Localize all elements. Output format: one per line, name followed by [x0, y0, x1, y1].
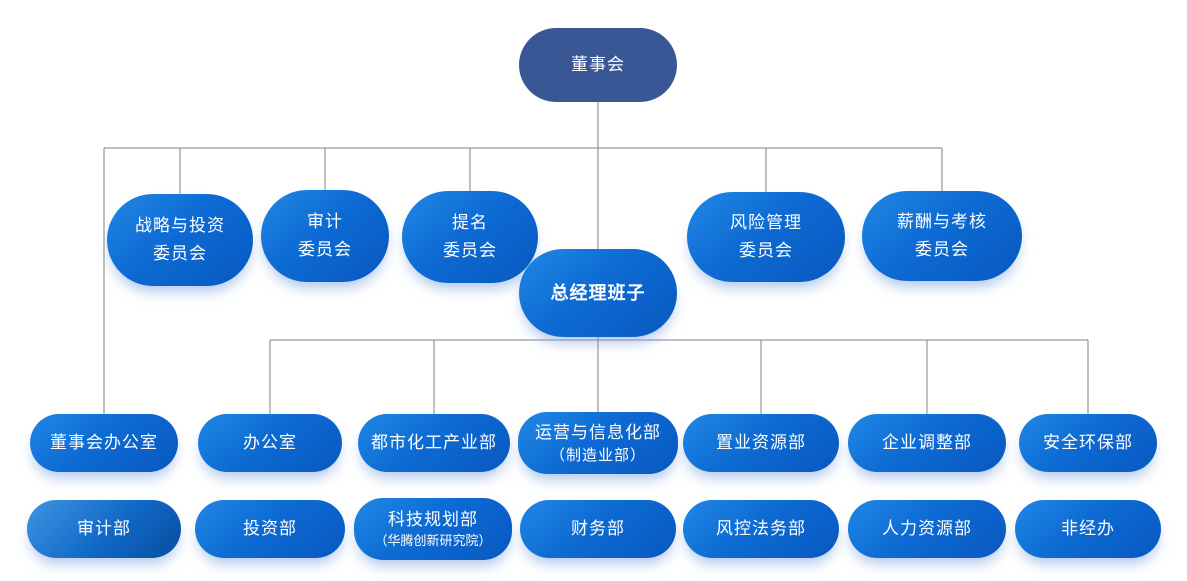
node-risk-legal-dept: 风控法务部	[683, 500, 839, 558]
node-human-resources-dept: 人力资源部	[848, 500, 1006, 558]
lower-bus-lines	[269, 335, 1089, 418]
node-property-resources-dept: 置业资源部	[683, 414, 839, 472]
node-audit-dept: 审计部	[27, 500, 181, 558]
node-label-line1: 科技规划部	[388, 509, 478, 529]
node-tech-planning-dept: 科技规划部 （华腾创新研究院）	[354, 498, 512, 560]
node-board-office: 董事会办公室	[30, 414, 178, 472]
node-office: 办公室	[198, 414, 342, 472]
node-safety-environment-dept: 安全环保部	[1019, 414, 1157, 472]
top-bus-lines	[103, 102, 943, 416]
node-label-line2: （华腾创新研究院）	[374, 533, 492, 549]
node-operations-informatization-dept: 运营与信息化部 （制造业部）	[518, 412, 678, 474]
node-non-operating-office: 非经办	[1015, 500, 1161, 558]
node-urban-chemical-industry-dept: 都市化工产业部	[358, 414, 510, 472]
node-investment-dept: 投资部	[195, 500, 345, 558]
node-risk-management-committee: 风险管理 委员会	[687, 192, 845, 282]
node-finance-dept: 财务部	[520, 500, 676, 558]
node-label-line1: 运营与信息化部	[535, 422, 661, 442]
node-nomination-committee: 提名 委员会	[402, 191, 538, 283]
node-label-line2: （制造业部）	[549, 446, 646, 464]
node-general-manager-team: 总经理班子	[519, 249, 677, 337]
node-strategy-investment-committee: 战略与投资 委员会	[107, 194, 253, 286]
node-audit-committee: 审计 委员会	[261, 190, 389, 282]
node-board-of-directors: 董事会	[519, 28, 677, 102]
node-enterprise-adjustment-dept: 企业调整部	[848, 414, 1006, 472]
node-compensation-assessment-committee: 薪酬与考核 委员会	[862, 191, 1022, 281]
